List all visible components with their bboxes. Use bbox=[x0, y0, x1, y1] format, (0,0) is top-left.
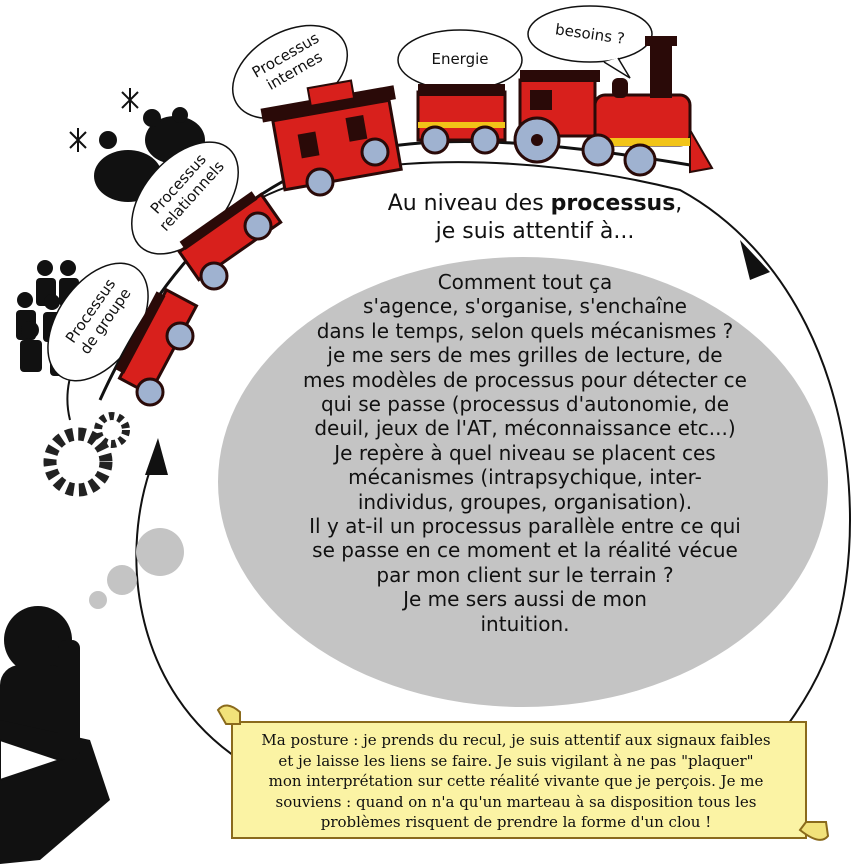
bubble-line: par mon client sur le terrain ? bbox=[376, 562, 674, 587]
gear-icon bbox=[43, 427, 113, 497]
heading-suffix: , bbox=[675, 191, 683, 216]
bubble-line: qui se passe (processus d'autonomie, de bbox=[320, 392, 730, 417]
arrow-head-right bbox=[740, 240, 770, 280]
scroll-line: et je laisse les liens se faire. Je suis… bbox=[278, 751, 754, 770]
thought-dot-large bbox=[136, 528, 184, 576]
arrow-head-left bbox=[145, 438, 168, 475]
bubble-line: je me sers de mes grilles de lecture, de bbox=[327, 343, 723, 368]
scroll-text: Ma posture : je prends du recul, je suis… bbox=[226, 730, 806, 833]
scroll-line: mon interprétation sur cette réalité viv… bbox=[268, 772, 764, 790]
laptop bbox=[0, 738, 64, 782]
bubble-line: Je repère à quel niveau se placent ces bbox=[334, 440, 716, 465]
thought-bubble-text: Comment tout ça s'agence, s'organise, s'… bbox=[240, 270, 810, 636]
bubble-line: Il y at-il un processus parallèle entre … bbox=[309, 514, 741, 539]
bubble-line: s'agence, s'organise, s'enchaîne bbox=[363, 294, 687, 319]
bubble-line: deuil, jeux de l'AT, méconnaissance etc.… bbox=[314, 416, 736, 441]
bubble-besoins bbox=[527, 5, 653, 79]
bubble-line: mécanismes (intrapsychique, inter- bbox=[348, 465, 702, 490]
thought-dot-medium bbox=[107, 565, 137, 595]
heading-bold-word: processus bbox=[550, 191, 676, 216]
gear-icon bbox=[94, 412, 130, 448]
bubble-line: mes modèles de processus pour détecter c… bbox=[303, 367, 747, 392]
heading-prefix: Au niveau des bbox=[387, 191, 551, 216]
tender-car bbox=[416, 84, 507, 155]
locomotive-icon bbox=[513, 36, 714, 177]
section-heading: Au niveau des processus, je suis attenti… bbox=[300, 190, 770, 246]
bubble-line: individus, groupes, organisation). bbox=[357, 489, 693, 514]
heading-line2: je suis attentif à... bbox=[435, 219, 635, 244]
bubble-line: Je me sers aussi de mon bbox=[403, 587, 647, 612]
scroll-line: souviens : quand on n'a qu'un marteau à … bbox=[275, 792, 757, 811]
caboose-car bbox=[260, 79, 403, 197]
scroll-line: problèmes risquent de prendre la forme d… bbox=[320, 813, 712, 831]
scroll-line: Ma posture : je prends du recul, je suis… bbox=[261, 731, 771, 749]
parchment-scroll bbox=[216, 704, 830, 841]
bubble-line: Comment tout ça bbox=[437, 270, 613, 294]
bubble-line: dans le temps, selon quels mécanismes ? bbox=[316, 318, 734, 343]
flat-car bbox=[177, 191, 283, 291]
bubble-line: se passe en ce moment et la réalité vécu… bbox=[312, 538, 738, 563]
flat-car bbox=[115, 287, 199, 407]
thinking-person-icon bbox=[0, 606, 110, 864]
heading-line1: Au niveau des processus, bbox=[300, 190, 770, 218]
thought-dot-small bbox=[89, 591, 107, 609]
thought-bubble bbox=[218, 257, 828, 707]
label-energie: Energie bbox=[431, 50, 489, 68]
bubble-line: intuition. bbox=[480, 611, 570, 636]
spark-icon bbox=[69, 88, 139, 152]
